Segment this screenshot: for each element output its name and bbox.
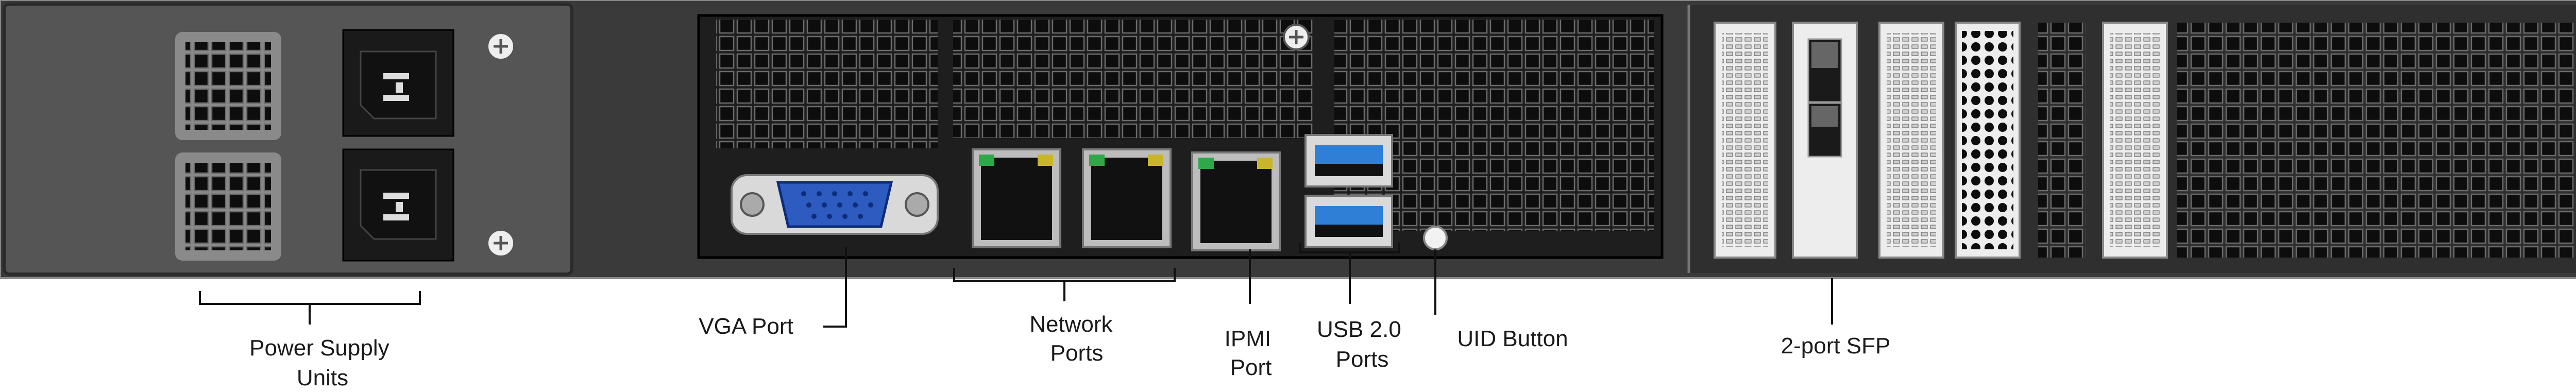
usb-label: USB 2.0 Ports	[1317, 317, 1408, 372]
sfp-cage-icon	[1714, 22, 1776, 259]
uid-label: UID Button	[1457, 326, 1568, 351]
slot-cover	[1955, 22, 2021, 259]
rj45-port-icon	[1191, 151, 1281, 251]
network-label: Network Ports	[1029, 312, 1119, 366]
uid-button-icon	[1423, 226, 1448, 250]
screw-icon	[1283, 24, 1310, 50]
rj45-port-icon	[972, 148, 1061, 248]
sfp-label-line-1: 2-port SFP	[1781, 333, 1891, 359]
network-bracket	[953, 268, 1176, 301]
slot-cover	[1878, 22, 1944, 259]
psu-label-line-2: Units	[297, 365, 348, 390]
usb-port-icon	[1304, 195, 1393, 248]
slot-cover	[2102, 22, 2168, 259]
ipmi-label: IPMI Port	[1225, 326, 1278, 380]
network-label-line-1: Network	[1029, 312, 1113, 337]
network-label-line-2: Ports	[1050, 340, 1104, 366]
psu-label-line-1: Power Supply	[249, 335, 389, 361]
callout-labels: Power Supply Units VGA Port Network Port…	[249, 312, 1890, 390]
psu-bracket	[199, 291, 421, 325]
usb-label-line-2: Ports	[1336, 347, 1389, 372]
screw-icon	[486, 32, 515, 61]
vga-label-line-1: VGA Port	[699, 314, 793, 339]
psu-bay	[3, 3, 573, 276]
io-panel	[697, 14, 1664, 259]
vga-label: VGA Port	[699, 314, 793, 339]
sfp-label: 2-port SFP	[1781, 333, 1891, 359]
psu-fan-grille-bottom	[175, 152, 281, 261]
psu-fan-grille-top	[175, 32, 281, 140]
ipmi-label-line-1: IPMI	[1225, 326, 1271, 351]
vga-port-icon	[731, 174, 939, 235]
screw-icon	[486, 229, 515, 258]
power-inlet-icon	[342, 148, 454, 262]
vga-leader	[823, 247, 847, 328]
rj45-port-icon	[1082, 148, 1172, 248]
usb-label-line-1: USB 2.0	[1317, 317, 1401, 342]
ipmi-label-line-2: Port	[1230, 355, 1272, 380]
usb-bracket	[1299, 243, 1400, 304]
uid-label-line-1: UID Button	[1457, 326, 1568, 351]
expansion-area	[1687, 5, 2576, 273]
power-inlet-icon	[342, 29, 454, 137]
callout-leaders	[199, 243, 1833, 328]
psu-label: Power Supply Units	[249, 335, 396, 390]
usb-port-icon	[1304, 134, 1393, 188]
sfp-cage-icon	[1792, 22, 1858, 259]
